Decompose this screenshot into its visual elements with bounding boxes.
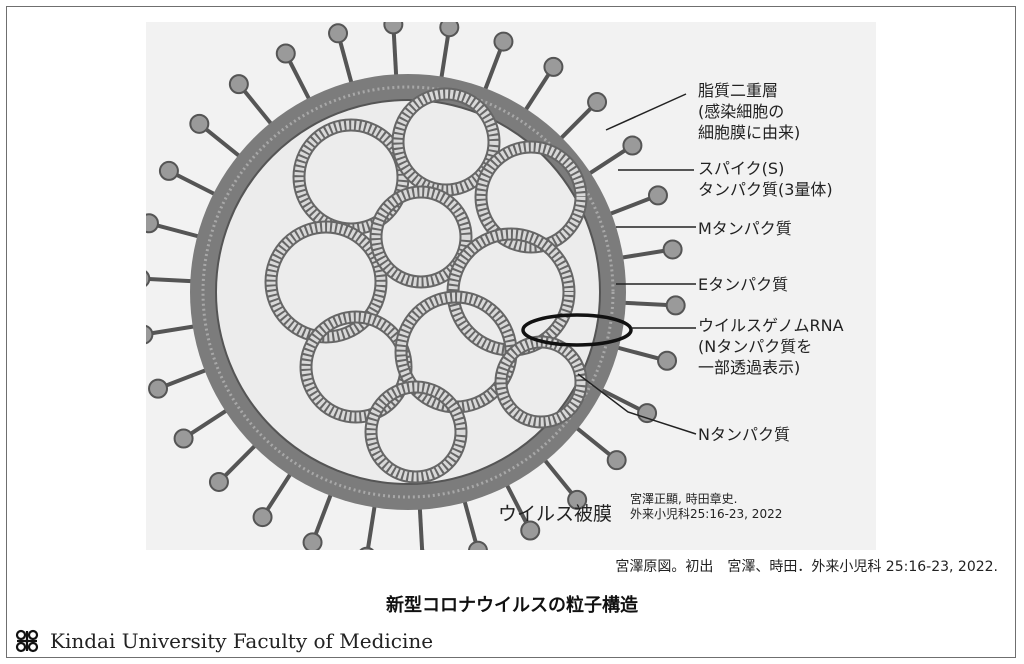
spike-head xyxy=(146,214,158,232)
spike-head xyxy=(649,186,667,204)
label-spike-line1: スパイク(S) xyxy=(698,158,833,179)
label-n-protein: Nタンパク質 xyxy=(698,424,790,445)
spike-head xyxy=(623,137,641,155)
spike-head xyxy=(146,270,149,288)
spike-head xyxy=(149,380,167,398)
spike-head xyxy=(230,75,248,93)
spike-head xyxy=(667,296,685,314)
spike-head xyxy=(210,473,228,491)
label-lipid-line3: 細胞膜に由来) xyxy=(698,122,800,143)
spike-head xyxy=(277,44,295,62)
spike-head xyxy=(658,352,676,370)
spike-head xyxy=(175,429,193,447)
source-note: 宮澤原図。初出 宮澤、時田．外来小児科 25:16-23, 2022. xyxy=(615,556,998,576)
virus-particle-diagram: 脂質二重層 (感染細胞の 細胞膜に由来) スパイク(S) タンパク質(3量体) … xyxy=(146,22,876,550)
spike-head xyxy=(160,162,178,180)
label-genome-line3: 一部透過表示) xyxy=(698,357,844,378)
spike-head xyxy=(254,508,272,526)
spike-head xyxy=(190,115,208,133)
spike-head xyxy=(384,22,402,33)
spike-head xyxy=(664,240,682,258)
figure-caption: 新型コロナウイルスの粒子構造 xyxy=(0,591,1024,617)
label-e-protein: Eタンパク質 xyxy=(698,274,788,295)
label-lipid-line2: (感染細胞の xyxy=(698,101,800,122)
label-spike-protein: スパイク(S) タンパク質(3量体) xyxy=(698,158,833,200)
spike-head xyxy=(469,542,487,550)
spike-head xyxy=(440,22,458,36)
spike-head xyxy=(608,451,626,469)
spike-head xyxy=(329,24,347,42)
label-genome-line2: (Nタンパク質を xyxy=(698,336,844,357)
footer-institution-name: Kindai University Faculty of Medicine xyxy=(50,629,433,653)
footer: Kindai University Faculty of Medicine xyxy=(14,626,433,656)
reference-line1: 宮澤正顯, 時田章史. xyxy=(630,492,782,507)
figure-reference: 宮澤正顯, 時田章史. 外来小児科25:16-23, 2022 xyxy=(630,492,782,522)
kindai-university-logo-icon xyxy=(14,628,40,654)
label-lipid-line1: 脂質二重層 xyxy=(698,80,800,101)
label-viral-genome-rna: ウイルスゲノムRNA (Nタンパク質を 一部透過表示) xyxy=(698,315,844,378)
spike-head xyxy=(588,93,606,111)
spike-head xyxy=(494,33,512,51)
spike-head xyxy=(358,548,376,550)
reference-line2: 外来小児科25:16-23, 2022 xyxy=(630,507,782,522)
label-m-protein: Mタンパク質 xyxy=(698,218,792,239)
spike-head xyxy=(544,58,562,76)
spike-head xyxy=(638,404,656,422)
label-viral-envelope: ウイルス被膜 xyxy=(498,499,612,526)
label-genome-line1: ウイルスゲノムRNA xyxy=(698,315,844,336)
label-spike-line2: タンパク質(3量体) xyxy=(698,179,833,200)
spike-head xyxy=(146,326,152,344)
label-lipid-bilayer: 脂質二重層 (感染細胞の 細胞膜に由来) xyxy=(698,80,800,143)
spike-head xyxy=(304,533,322,550)
pointer-lipid xyxy=(606,94,686,130)
